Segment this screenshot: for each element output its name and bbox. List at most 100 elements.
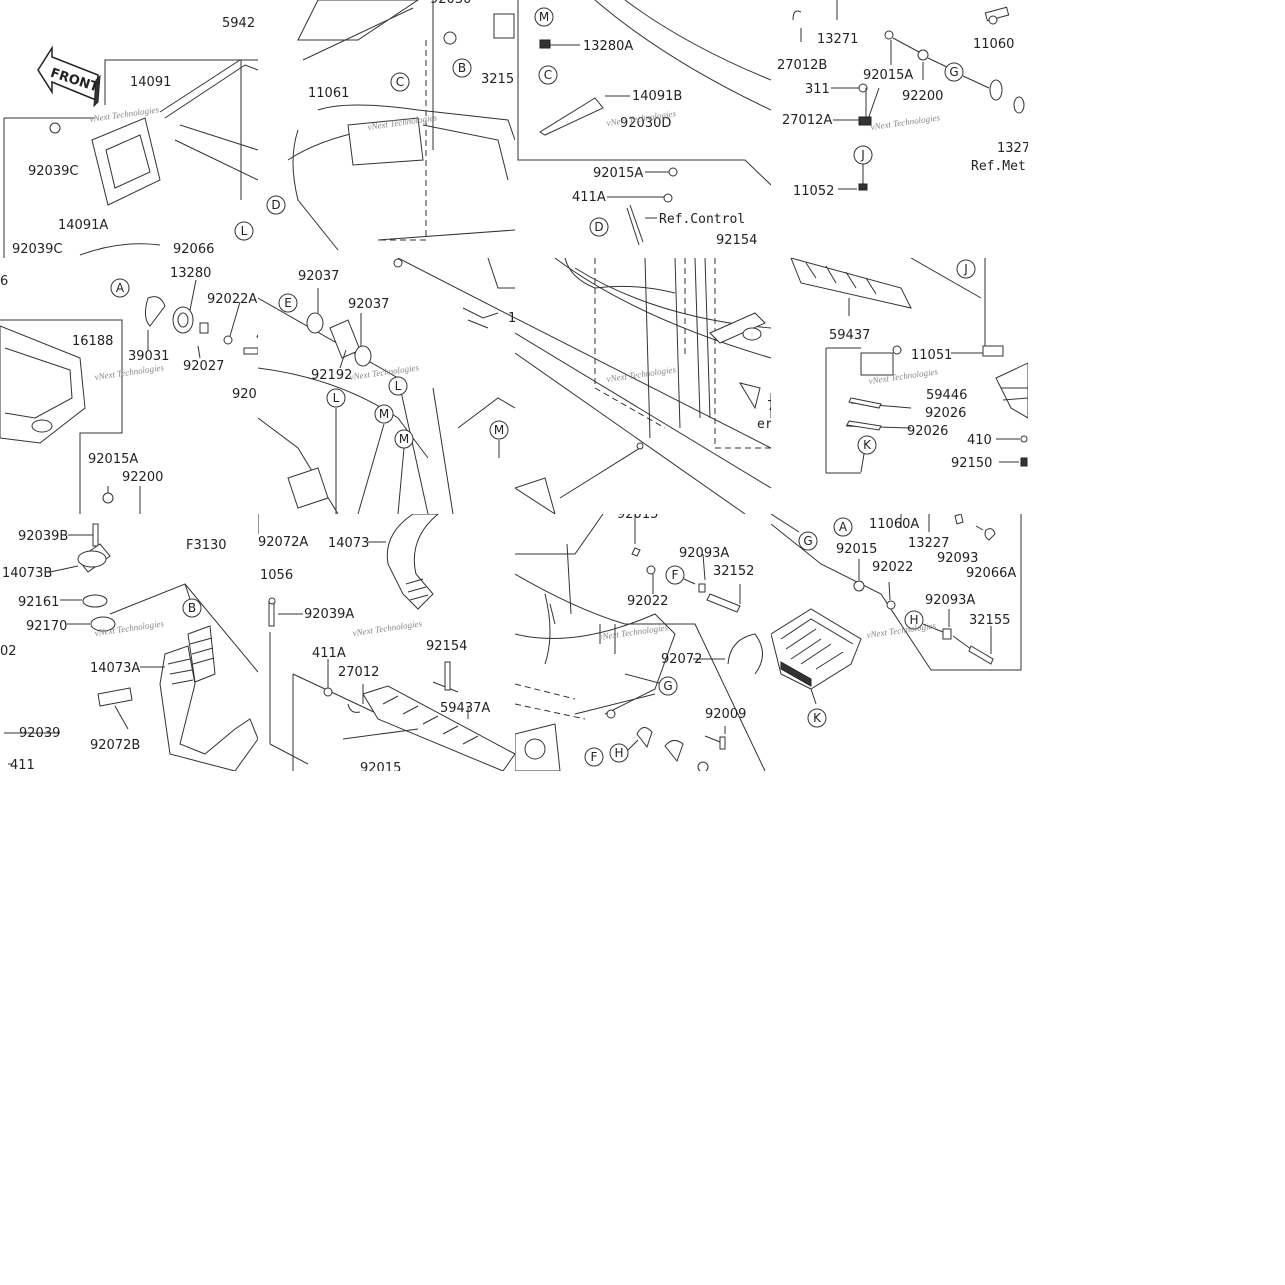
part-label: 14073 — [328, 536, 369, 551]
part-label: 410 — [967, 433, 992, 448]
part-label: 92039C — [12, 242, 62, 257]
tile-t21-drawing: 92072A 14073 1056 92039A 411A 27012 9215… — [258, 514, 515, 771]
diagram-tile-t21: 92072A 14073 1056 92039A 411A 27012 9215… — [258, 514, 515, 771]
diagram-tile-t23: G A H K 11060A 13227 — [771, 514, 1028, 771]
callout-d: D — [594, 220, 603, 234]
part-label: 92026 — [907, 424, 948, 439]
part-label: Ref.Met — [971, 159, 1026, 174]
part-label: 1056 — [260, 568, 293, 583]
part-label: 920 — [232, 387, 257, 402]
part-label: 411A — [572, 190, 606, 205]
diagram-tile-t11: E L L M M M 92037 92037 92192 1 vNext Te… — [258, 258, 515, 514]
diagram-tile-t22: F G F H 92015 92093A 32152 92022 — [515, 514, 771, 771]
part-label: 92072A — [258, 535, 308, 550]
tile-t11-drawing: E L L M M M 92037 92037 92192 1 vNext Te… — [258, 258, 515, 514]
callout-f: F — [672, 568, 679, 582]
part-label: 92030 — [430, 0, 471, 7]
tile-t03-drawing: G J 27012B 13271 92015A 11060 92200 311 … — [777, 0, 1028, 199]
part-label: 27012 — [338, 665, 379, 680]
callout-l: L — [395, 379, 402, 393]
part-label: 92066A — [966, 566, 1016, 581]
part-label: 59437 — [829, 328, 870, 343]
watermark: vNext Technologies — [606, 364, 677, 384]
diagram-tile-t10: A 6 13280 92022A 16188 39031 92027 4 920… — [0, 258, 258, 514]
part-label: 92037 — [298, 269, 339, 284]
diagram-tile-t00: FRONT L 5942 14091 92039C 14091A 92039C … — [0, 0, 258, 258]
part-label: 92154 — [426, 639, 467, 654]
callout-e: E — [284, 296, 292, 310]
part-label: 32155 — [969, 613, 1010, 628]
callout-d: D — [271, 198, 280, 212]
part-label: 6 — [0, 274, 8, 289]
callout-f: F — [591, 750, 598, 764]
callout-b: B — [188, 601, 196, 615]
tile-t01-drawing: C B D 92030 11061 3215 vNext Technologie… — [266, 0, 515, 251]
callout-l: L — [241, 224, 248, 238]
callout-j: J — [860, 148, 865, 162]
part-label: 02 — [0, 644, 17, 659]
part-label: 39031 — [128, 349, 169, 364]
tile-t12-drawing: 27012 70 ers vNext Technologies — [515, 258, 771, 514]
diagram-tile-t02: M C D 13280A 14091B 92030D 92015A 411A R… — [515, 0, 771, 258]
part-label: 92015 — [836, 542, 877, 557]
callout-c: C — [396, 75, 404, 89]
callout-k: K — [863, 438, 872, 452]
part-label: 92015A — [88, 452, 138, 467]
part-label: 14091 — [130, 75, 171, 90]
part-label: 92015 — [360, 761, 401, 771]
part-label: 92015A — [593, 166, 643, 181]
part-label: 92170 — [26, 619, 67, 634]
part-label: 92093 — [937, 551, 978, 566]
watermark: vNext Technologies — [598, 622, 669, 642]
callout-m: M — [379, 407, 389, 421]
part-label: Ref.Control — [659, 212, 745, 227]
callout-b: B — [458, 61, 466, 75]
part-label: 92154 — [716, 233, 757, 248]
part-label: 14073B — [2, 566, 52, 581]
part-label: 92192 — [311, 368, 352, 383]
part-label: 3215 — [481, 72, 514, 87]
part-label: 92015 — [617, 514, 658, 522]
callout-g: G — [803, 534, 812, 548]
part-label: 32152 — [713, 564, 754, 579]
part-label: 92015A — [863, 68, 913, 83]
part-label: 13280 — [170, 266, 211, 281]
part-label: 1 — [508, 311, 515, 326]
part-label: 27012B — [777, 58, 827, 73]
tile-t00-drawing: FRONT L 5942 14091 92039C 14091A 92039C … — [3, 16, 258, 258]
callout-a: A — [839, 520, 848, 534]
part-label: 92066 — [173, 242, 214, 257]
tile-t20-drawing: B 92039B F3130 14073B 92161 92170 02 140… — [0, 523, 258, 771]
callout-j: J — [963, 262, 968, 276]
part-label: 92039C — [28, 164, 78, 179]
part-label: 11051 — [911, 348, 952, 363]
callout-a: A — [116, 281, 125, 295]
part-label: 5942 — [222, 16, 255, 31]
tile-t02-drawing: M C D 13280A 14091B 92030D 92015A 411A R… — [517, 0, 771, 248]
part-label: 4 — [256, 329, 258, 344]
part-label: 92200 — [902, 89, 943, 104]
part-label: 92161 — [18, 595, 59, 610]
part-label: 11060A — [869, 517, 919, 532]
callout-h: H — [909, 613, 918, 627]
watermark: vNext Technologies — [870, 112, 941, 132]
part-label: 1327 — [997, 141, 1028, 156]
part-label: 59437A — [440, 701, 490, 716]
part-label: 92072 — [661, 652, 702, 667]
part-label: 92022A — [207, 292, 257, 307]
part-label: 411A — [312, 646, 346, 661]
diagram-tile-t12: 27012 70 ers vNext Technologies — [515, 258, 771, 514]
part-label: 11061 — [308, 86, 349, 101]
part-label: 92037 — [348, 297, 389, 312]
callout-m: M — [494, 423, 504, 437]
callout-m: M — [399, 432, 409, 446]
part-label: 16188 — [72, 334, 113, 349]
watermark: vNext Technologies — [94, 362, 165, 382]
tile-t23-drawing: G A H K 11060A 13227 — [771, 514, 1022, 728]
part-label: 92022 — [872, 560, 913, 575]
callout-m: M — [539, 10, 549, 24]
watermark: vNext Technologies — [89, 104, 160, 124]
part-label: 92039B — [18, 529, 68, 544]
part-label: 92200 — [122, 470, 163, 485]
tile-t13-drawing: J K 59437 11051 59446 92026 92026 — [790, 258, 1028, 474]
